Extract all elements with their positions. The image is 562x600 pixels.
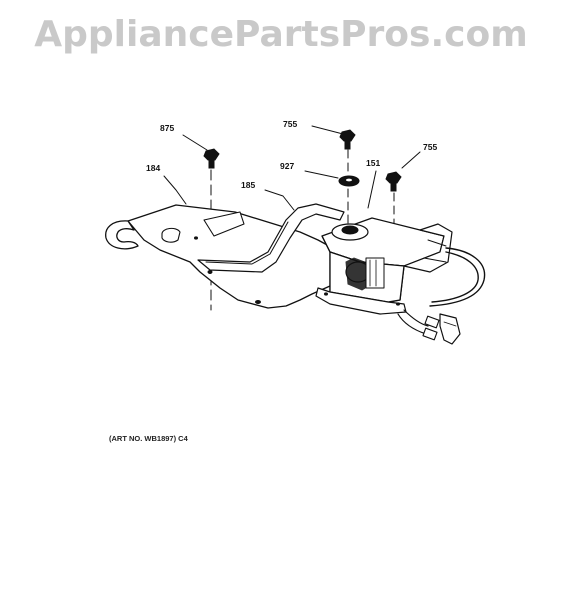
callout-185[interactable]: 185 — [241, 180, 255, 190]
motor-assembly-151 — [315, 217, 453, 315]
leader-lines — [163, 125, 421, 211]
watermark-logo: AppliancePartsPros.com — [34, 14, 528, 55]
wire-harness — [397, 247, 486, 345]
callout-755-top[interactable]: 755 — [283, 119, 297, 129]
art-number-label: (ART NO. WB1897) C4 — [109, 434, 188, 443]
bracket-185 — [197, 203, 345, 273]
base-plate-184 — [105, 204, 349, 309]
callout-755-right[interactable]: 755 — [423, 142, 437, 152]
screw-755-top-icon — [339, 129, 356, 231]
callout-184[interactable]: 184 — [146, 163, 160, 173]
callout-927[interactable]: 927 — [280, 161, 294, 171]
washer-927-icon — [338, 175, 360, 187]
callout-875[interactable]: 875 — [160, 123, 174, 133]
callout-151[interactable]: 151 — [366, 158, 380, 168]
